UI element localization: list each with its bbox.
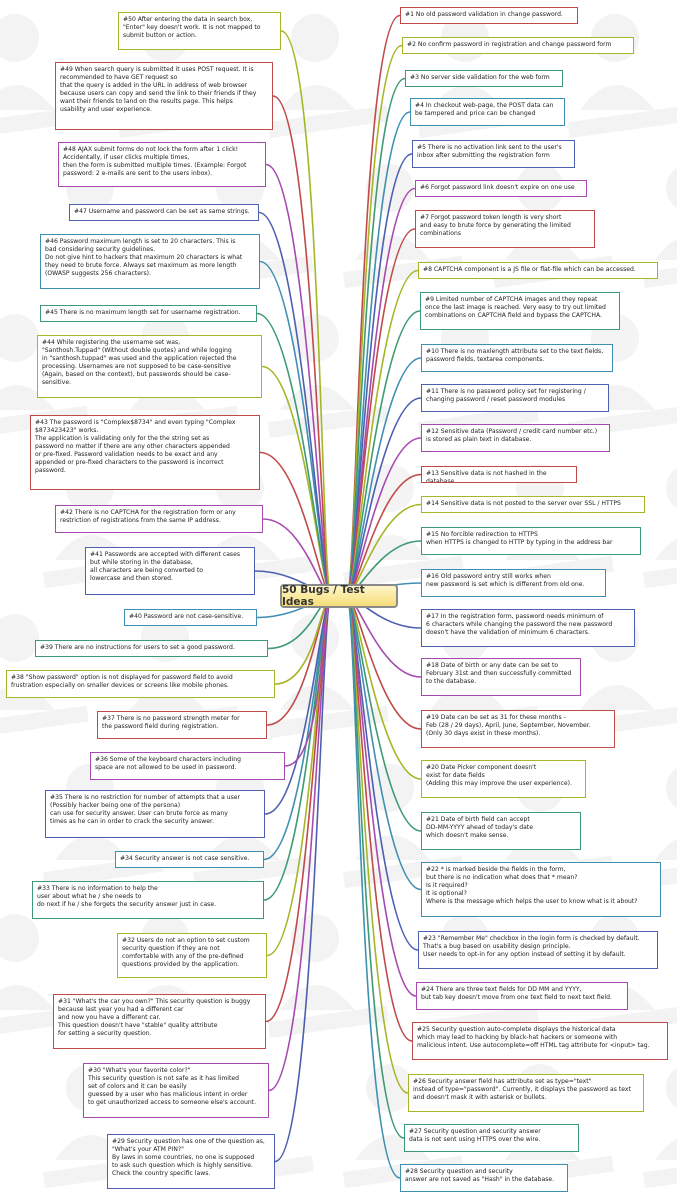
bug-node-50: #50 After entering the data in search bo… — [118, 12, 281, 50]
bug-node-5: #5 There is no activation link sent to t… — [412, 140, 575, 168]
bug-node-11: #11 There is no password policy set for … — [421, 384, 609, 412]
bug-node-9: #9 Limited number of CAPTCHA images and … — [420, 292, 620, 330]
bug-node-37: #37 There is no password strength meter … — [97, 711, 267, 739]
bug-node-17: #17 In the registration form, password n… — [421, 609, 635, 647]
bug-node-3: #3 No server side validation for the web… — [405, 70, 563, 87]
bug-node-31: #31 "What's the car you own?" This secur… — [53, 994, 266, 1049]
bug-node-20: #20 Date Picker component doesn't exist … — [421, 760, 586, 798]
bug-node-10: #10 There is no maxlength attribute set … — [421, 344, 613, 372]
bug-node-36: #36 Some of the keyboard characters incl… — [90, 752, 285, 780]
bug-node-16: #16 Old password entry still works when … — [421, 569, 606, 597]
bug-node-1: #1 No old password validation in change … — [400, 7, 578, 24]
bug-node-48: #48 AJAX submit forms do not lock the fo… — [58, 142, 266, 187]
bug-node-43: #43 The password is "Complex$8734" and e… — [30, 415, 260, 490]
bug-node-6: #6 Forgot password link doesn't expire o… — [415, 180, 587, 197]
bug-node-39: #39 There are no instructions for users … — [35, 640, 268, 657]
bug-node-7: #7 Forgot password token length is very … — [415, 210, 595, 248]
bug-node-26: #26 Security answer field has attribute … — [408, 1074, 644, 1112]
bug-node-14: #14 Sensitive data is not posted to the … — [421, 496, 645, 513]
bug-node-18: #18 Date of birth or any date can be set… — [421, 658, 581, 696]
bug-node-42: #42 There is no CAPTCHA for the registra… — [55, 505, 263, 533]
bug-node-45: #45 There is no maximum length set for u… — [40, 305, 257, 322]
central-topic: 50 Bugs / Test Ideas — [280, 584, 398, 608]
bug-node-40: #40 Password are not case-sensitive. — [124, 609, 257, 626]
bug-node-38: #38 "Show password" option is not displa… — [6, 670, 275, 698]
bug-node-15: #15 No forcible redirection to HTTPS whe… — [421, 527, 641, 555]
bug-node-8: #8 CAPTCHA component is a JS file or fla… — [418, 262, 658, 279]
bug-node-22: #22 * is marked beside the fields in the… — [421, 862, 661, 917]
bug-node-41: #41 Passwords are accepted with differen… — [85, 547, 255, 595]
bug-node-49: #49 When search query is submitted it us… — [55, 62, 273, 130]
connector-28 — [346, 595, 401, 1179]
bug-node-30: #30 "What's your favorite color?" This s… — [83, 1063, 269, 1118]
bug-node-47: #47 Username and password can be set as … — [69, 204, 259, 221]
bug-node-24: #24 There are three text fields for DD M… — [416, 982, 628, 1010]
bug-node-19: #19 Date can be set as 31 for these mont… — [421, 710, 615, 748]
bug-node-34: #34 Security answer is not case sensitiv… — [115, 851, 264, 868]
bug-node-13: #13 Sensitive data is not hashed in the … — [421, 466, 577, 483]
bug-node-4: #4 In checkout web-page, the POST data c… — [410, 98, 565, 126]
bug-node-44: #44 While registering the username set w… — [37, 335, 262, 398]
bug-node-21: #21 Date of birth field can accept DD-MM… — [421, 812, 581, 850]
bug-node-23: #23 "Remember Me" checkbox in the login … — [418, 931, 658, 969]
bug-node-29: #29 Security question has one of the que… — [107, 1134, 275, 1189]
bug-node-35: #35 There is no restriction for number o… — [45, 790, 265, 838]
bug-node-2: #2 No confirm password in registration a… — [402, 37, 634, 54]
bug-node-33: #33 There is no information to help the … — [32, 881, 264, 919]
bug-node-27: #27 Security question and security answe… — [404, 1124, 579, 1152]
bug-node-32: #32 Users do not an option to set custom… — [117, 933, 267, 978]
bug-node-12: #12 Sensitive data (Password / credit ca… — [421, 424, 610, 452]
bug-node-28: #28 Security question and security answe… — [400, 1164, 568, 1192]
connector-50 — [280, 30, 332, 597]
bug-node-25: #25 Security question auto-complete disp… — [412, 1022, 668, 1060]
bug-node-46: #46 Password maximum length is set to 20… — [40, 234, 260, 289]
